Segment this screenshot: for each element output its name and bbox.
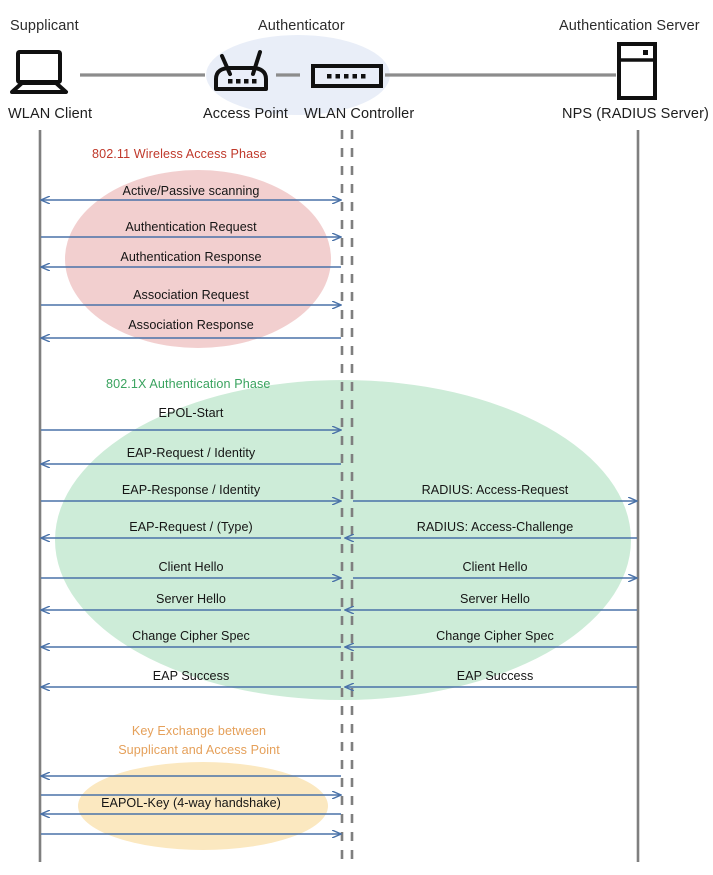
message-label-eap-request-identity: EAP-Request / Identity — [126, 446, 256, 460]
message-label-eapol-key-4way-handshake: EAPOL-Key (4-way handshake) — [101, 796, 281, 810]
message-label-change-cipher-spec-right: Change Cipher Spec — [436, 629, 554, 643]
message-label-server-hello-right: Server Hello — [460, 592, 530, 606]
laptop-icon — [8, 50, 72, 96]
phase-caption-key-exchange-line1: Key Exchange between — [131, 724, 267, 738]
role-title-authentication-server: Authentication Server — [559, 18, 700, 34]
message-label-client-hello-right: Client Hello — [462, 560, 528, 574]
phase-caption-key-exchange-line2: Supplicant and Access Point — [118, 743, 280, 757]
message-label-eap-success-right: EAP Success — [456, 669, 534, 683]
message-label-authentication-response: Authentication Response — [120, 250, 262, 264]
device-name-wlan-client: WLAN Client — [8, 106, 93, 122]
message-label-association-response: Association Response — [128, 318, 254, 332]
device-name-wlan-controller: WLAN Controller — [304, 106, 415, 122]
message-label-server-hello-left: Server Hello — [156, 592, 226, 606]
message-label-eap-response-identity: EAP-Response / Identity — [121, 483, 261, 497]
message-label-change-cipher-spec-left: Change Cipher Spec — [132, 629, 250, 643]
message-label-radius-access-challenge: RADIUS: Access-Challenge — [416, 520, 574, 534]
role-title-supplicant: Supplicant — [10, 18, 79, 34]
message-label-epol-start: EPOL-Start — [158, 406, 224, 420]
server-icon — [615, 42, 661, 100]
phase-caption-8021x: 802.1X Authentication Phase — [106, 377, 271, 391]
message-label-radius-access-request: RADIUS: Access-Request — [421, 483, 569, 497]
device-name-nps-radius-server: NPS (RADIUS Server) — [562, 106, 709, 122]
wlan-controller-icon — [310, 60, 386, 92]
message-label-association-request: Association Request — [133, 288, 249, 302]
message-label-active-passive-scanning: Active/Passive scanning — [122, 184, 260, 198]
device-name-access-point: Access Point — [203, 106, 289, 122]
phase-caption-80211: 802.11 Wireless Access Phase — [92, 147, 267, 161]
message-label-authentication-request: Authentication Request — [125, 220, 257, 234]
message-label-eap-success-left: EAP Success — [152, 669, 230, 683]
message-label-client-hello-left: Client Hello — [158, 560, 224, 574]
phase-8021x-ellipse — [55, 380, 631, 700]
role-title-authenticator: Authenticator — [258, 18, 345, 34]
message-label-eap-request-type: EAP-Request / (Type) — [129, 520, 253, 534]
access-point-icon — [208, 44, 278, 96]
